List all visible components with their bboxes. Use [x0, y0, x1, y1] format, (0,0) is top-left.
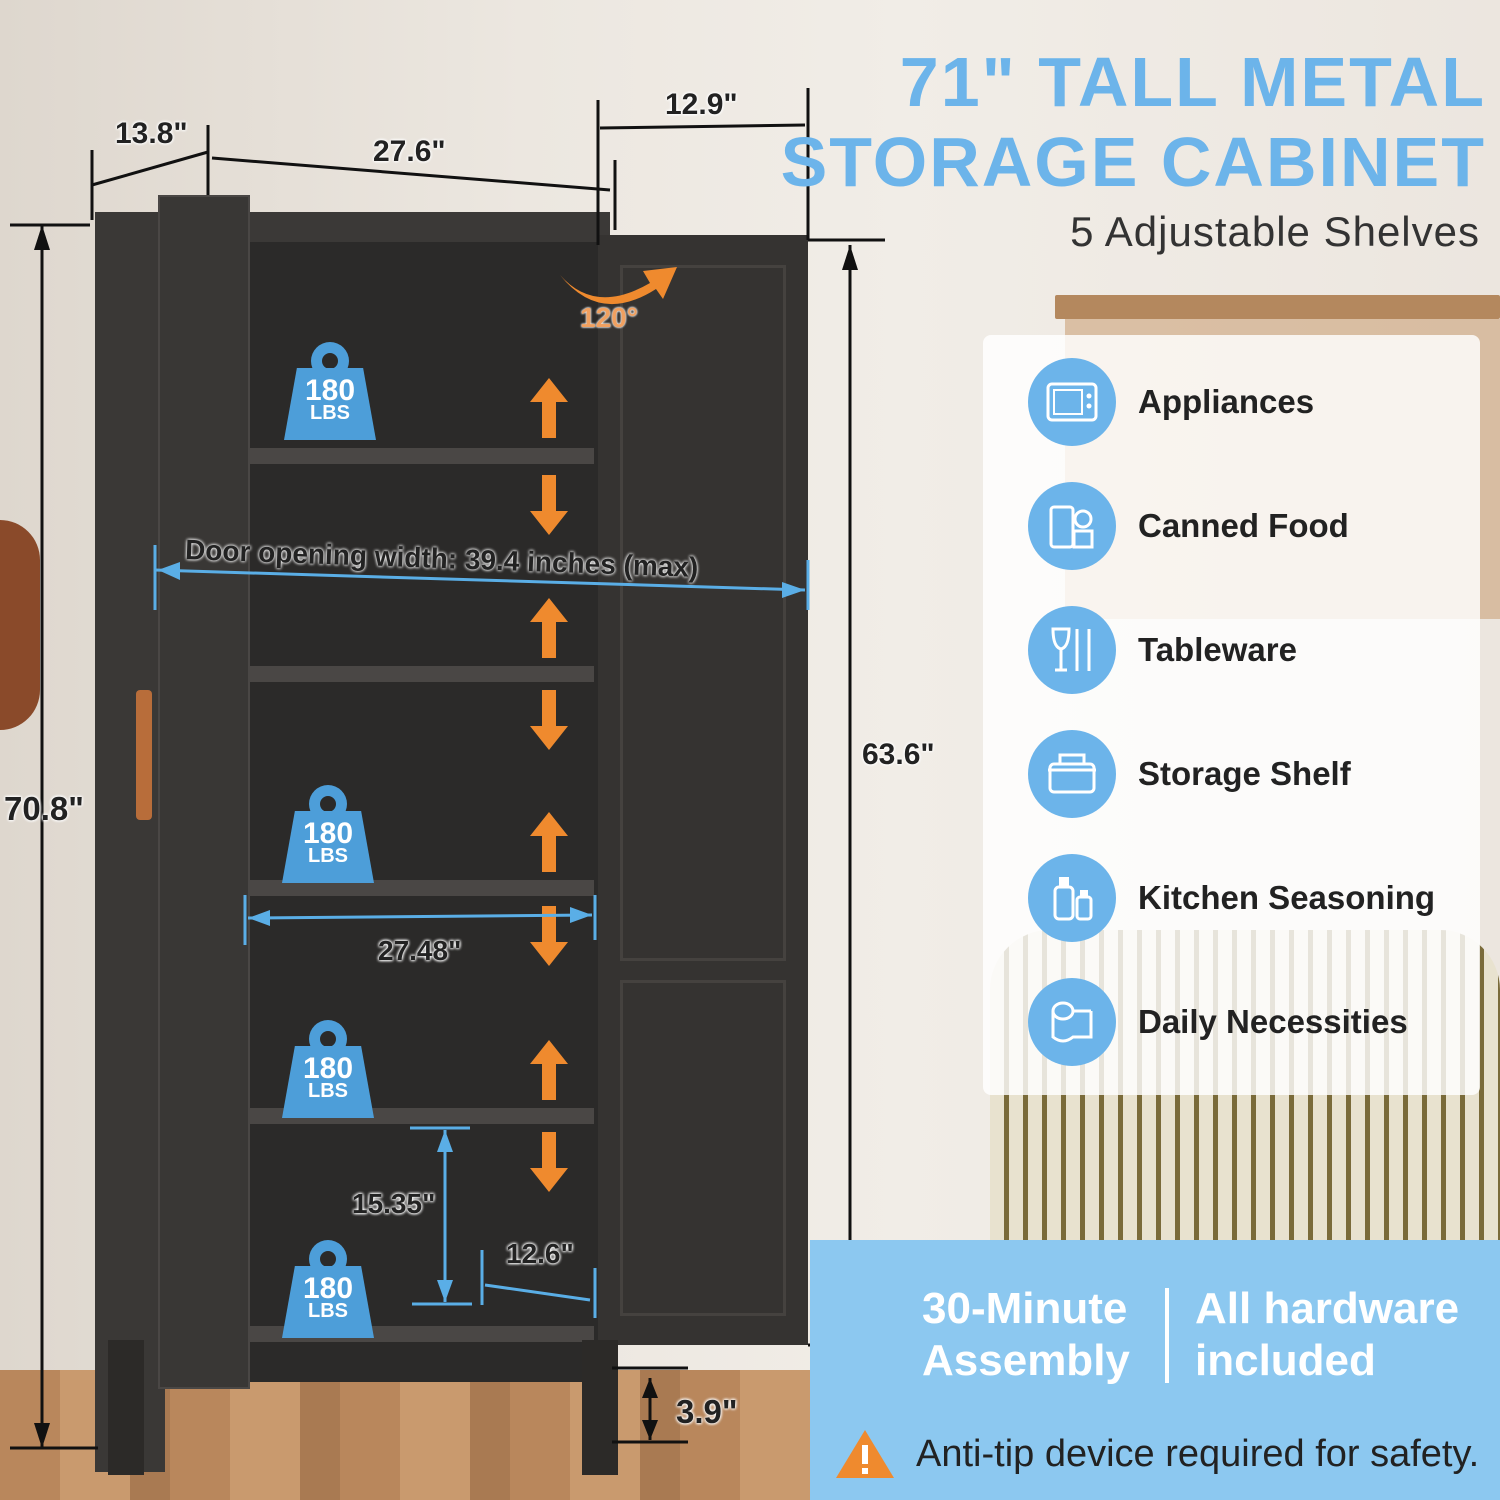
- cabinet-leg: [582, 1340, 618, 1475]
- inner-height-dimension: 63.6": [862, 738, 935, 771]
- microwave-icon: [1028, 358, 1116, 446]
- door-depth-dimension: 12.9": [665, 88, 738, 121]
- use-case-item: Canned Food: [1028, 481, 1478, 571]
- arrow-down-icon: [530, 906, 568, 966]
- height-dimension: 70.8": [4, 790, 84, 827]
- weight-unit: LBS: [308, 1300, 348, 1322]
- safety-warning-text: Anti-tip device required for safety.: [916, 1433, 1480, 1475]
- cabinet-side: [95, 212, 165, 1472]
- background-shelf-board: [1055, 295, 1500, 319]
- weight-unit: LBS: [310, 402, 350, 424]
- arrow-down-icon: [530, 1132, 568, 1192]
- shelf-width-dimension: 27.48": [378, 935, 462, 966]
- door-angle-label: 120°: [580, 302, 638, 333]
- cabinet-shelf: [246, 666, 594, 682]
- door-handle: [136, 690, 152, 820]
- use-case-label: Tableware: [1138, 631, 1297, 668]
- weight-value: 180: [302, 817, 354, 850]
- arrow-up-icon: [530, 378, 568, 438]
- guitar-decor: [0, 520, 40, 730]
- use-case-item: Appliances: [1028, 357, 1478, 447]
- weight-value: 180: [302, 1272, 354, 1305]
- arrow-down-icon: [530, 475, 568, 535]
- use-case-label: Canned Food: [1138, 507, 1349, 544]
- tableware-icon: [1028, 606, 1116, 694]
- dimension-lines: [10, 88, 888, 1450]
- weight-value: 180: [304, 374, 356, 407]
- arrow-down-icon: [530, 690, 568, 750]
- title-line-2: STORAGE CABINET: [780, 123, 1486, 201]
- storage-box-icon: [1028, 730, 1116, 818]
- use-case-label: Kitchen Seasoning: [1138, 879, 1436, 916]
- product-subtitle: 5 Adjustable Shelves: [1070, 208, 1480, 255]
- arrow-up-icon: [530, 1040, 568, 1100]
- cabinet-shelf: [246, 448, 594, 464]
- weight-unit: LBS: [308, 845, 348, 867]
- feature-divider: [1165, 1288, 1169, 1383]
- arrow-up-icon: [530, 598, 568, 658]
- door-swing-arrow-icon: [560, 267, 677, 305]
- use-case-label: Storage Shelf: [1138, 755, 1351, 792]
- depth-dimension: 13.8": [115, 117, 188, 150]
- shelf-depth-dimension: 12.6": [506, 1238, 574, 1269]
- seasoning-bottles-icon: [1028, 854, 1116, 942]
- title-line-1: 71" TALL METAL: [899, 43, 1486, 121]
- arrow-up-icon: [530, 812, 568, 872]
- hardware-included-label: All hardware included: [1195, 1284, 1460, 1385]
- assembly-time-label: 30-Minute Assembly: [922, 1284, 1130, 1385]
- door-panel: [620, 980, 786, 1316]
- canned-food-icon: [1028, 482, 1116, 570]
- feature-box: [810, 1240, 1500, 1500]
- use-case-item: Kitchen Seasoning: [1028, 853, 1478, 943]
- use-case-label: Appliances: [1138, 383, 1315, 420]
- use-case-item: Tableware: [1028, 605, 1478, 695]
- leg-height-dimension: 3.9": [676, 1393, 738, 1430]
- use-case-item: Storage Shelf: [1028, 729, 1478, 819]
- left-door: [158, 195, 250, 1389]
- product-title: 71" TALL METAL STORAGE CABINET: [781, 42, 1486, 202]
- door-panel: [620, 265, 786, 961]
- weight-unit: LBS: [308, 1080, 348, 1102]
- use-cases-panel: Appliances Canned Food Tableware Storage…: [983, 335, 1480, 1095]
- warning-icon: [836, 1430, 894, 1478]
- right-door: [598, 235, 808, 1345]
- use-case-label: Daily Necessities: [1138, 1003, 1408, 1040]
- cabinet-leg: [108, 1340, 144, 1475]
- weight-value: 180: [302, 1052, 354, 1085]
- width-dimension: 27.6": [373, 135, 446, 168]
- shelf-gap-dimension: 15.35": [352, 1188, 436, 1219]
- use-case-item: Daily Necessities: [1028, 977, 1478, 1067]
- paper-roll-icon: [1028, 978, 1116, 1066]
- cabinet-shelf: [246, 880, 594, 896]
